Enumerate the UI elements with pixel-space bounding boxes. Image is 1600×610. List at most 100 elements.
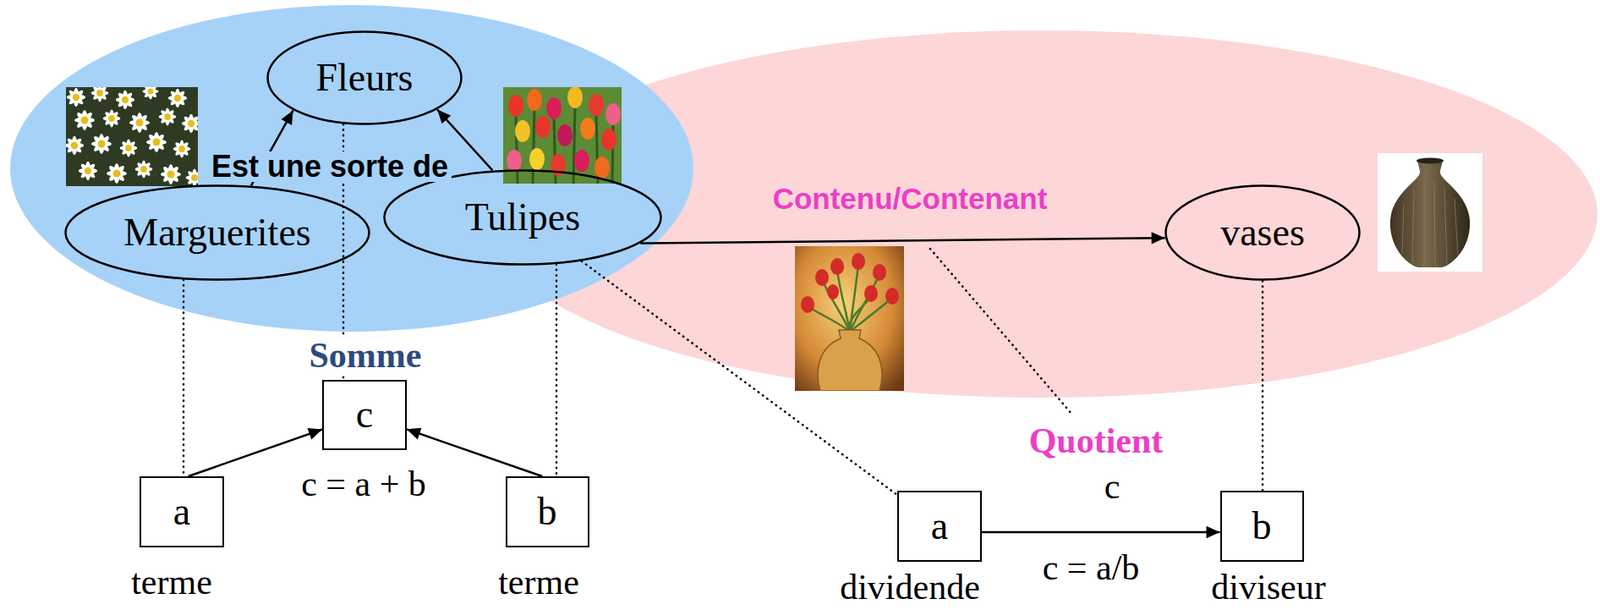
node-text: vases — [1220, 210, 1305, 256]
daisy — [168, 88, 187, 108]
daisy — [66, 87, 86, 107]
photo-ground — [1377, 153, 1483, 272]
arrow-connector — [981, 531, 1221, 534]
daisy — [115, 90, 135, 110]
relation-label: Contenu/Contenant — [769, 183, 1052, 214]
label-holder: terme — [494, 564, 583, 600]
node-text: Marguerites — [123, 210, 311, 256]
dotted-link — [182, 279, 186, 477]
variable-box: a — [139, 476, 225, 548]
label-holder: dividende — [836, 569, 984, 605]
text-holder: Tulipes — [465, 195, 581, 241]
node-text: b — [537, 489, 558, 535]
variable-box: c — [322, 379, 407, 450]
concept-ellipse: Marguerites — [64, 184, 371, 281]
vase — [1390, 160, 1470, 268]
text-holder: a — [173, 489, 191, 535]
vase-stripes — [1402, 181, 1458, 267]
edge-label-holder: Contenu/Contenant — [769, 183, 1052, 214]
daisy — [160, 164, 181, 185]
relation-label: Est une sorte de — [208, 151, 452, 182]
operation-label: Quotient — [1025, 422, 1168, 459]
label-holder: Somme — [306, 337, 426, 373]
vase-photo — [1377, 153, 1483, 272]
node-text: b — [1252, 504, 1272, 549]
ellipse-border — [384, 170, 662, 265]
variable-label: c — [1101, 468, 1124, 505]
tulip-photo — [503, 87, 622, 184]
vase-rim — [1416, 158, 1444, 165]
painted-tulips — [800, 252, 899, 313]
painted-vase — [817, 329, 883, 391]
node-text: a — [931, 504, 948, 549]
operation-label: Somme — [306, 337, 426, 373]
role-label: terme — [127, 564, 216, 600]
node-text: Tulipes — [465, 195, 581, 241]
daisy — [158, 108, 177, 127]
role-label: terme — [494, 564, 583, 600]
text-holder: vases — [1220, 210, 1305, 256]
label-holder: diviseur — [1207, 569, 1329, 605]
dotted-link — [581, 261, 898, 495]
daisy — [120, 139, 138, 158]
dotted-link — [1261, 280, 1265, 491]
tulip-heads — [506, 87, 621, 179]
text-holder: Marguerites — [123, 210, 311, 256]
text-holder: c — [356, 392, 373, 438]
arrow-connector — [406, 428, 543, 477]
daisy — [186, 169, 198, 187]
variable-box: a — [897, 490, 982, 562]
relation-label: c = a/b — [1039, 549, 1144, 586]
daisy-photo — [65, 87, 198, 187]
ellipse-border — [1166, 186, 1360, 280]
arrow-connector — [640, 237, 1165, 243]
text-holder: Fleurs — [316, 55, 414, 101]
painting-ground — [794, 246, 905, 391]
concept-ellipse: vases — [1164, 184, 1361, 281]
daisy — [181, 114, 198, 133]
daisy — [106, 163, 127, 184]
daisy — [74, 109, 95, 131]
tulip-painting — [794, 246, 905, 391]
dotted-link — [555, 263, 559, 477]
text-holder: b — [1252, 504, 1272, 549]
label-holder: Est une sorte de — [208, 151, 452, 182]
variable-box: b — [505, 476, 590, 548]
daisy — [135, 160, 154, 179]
flower-region — [10, 5, 694, 332]
label-holder: c = a + b — [297, 465, 430, 502]
daisy — [103, 109, 121, 128]
edge-label-holder: c = a/b — [1039, 549, 1144, 586]
daisy — [146, 131, 167, 153]
node-text: c — [356, 392, 373, 438]
daisy — [65, 136, 84, 155]
ellipse-border — [65, 186, 370, 280]
label-holder: Quotient — [1025, 422, 1168, 459]
role-label: diviseur — [1207, 569, 1329, 605]
daisy — [78, 161, 98, 181]
photo-ground — [503, 87, 622, 184]
label-holder: c — [1101, 468, 1124, 505]
concept-ellipse: Fleurs — [266, 30, 463, 126]
ellipse-border — [268, 32, 462, 125]
label-holder: terme — [127, 564, 216, 600]
variable-box: b — [1220, 490, 1305, 562]
daisy — [142, 87, 159, 100]
painted-stems — [807, 263, 893, 332]
daisy — [173, 140, 192, 159]
concept-ellipse: Tulipes — [383, 169, 663, 266]
node-text: Fleurs — [316, 55, 414, 101]
daisy — [129, 112, 150, 133]
photo-ground — [65, 87, 198, 187]
daisy — [91, 87, 110, 102]
daisy — [91, 133, 112, 154]
node-text: a — [173, 489, 191, 535]
role-label: dividende — [836, 569, 984, 605]
text-holder: a — [931, 504, 948, 549]
text-holder: b — [537, 489, 558, 535]
leader-line — [930, 248, 1073, 415]
formula-label: c = a + b — [297, 465, 430, 502]
